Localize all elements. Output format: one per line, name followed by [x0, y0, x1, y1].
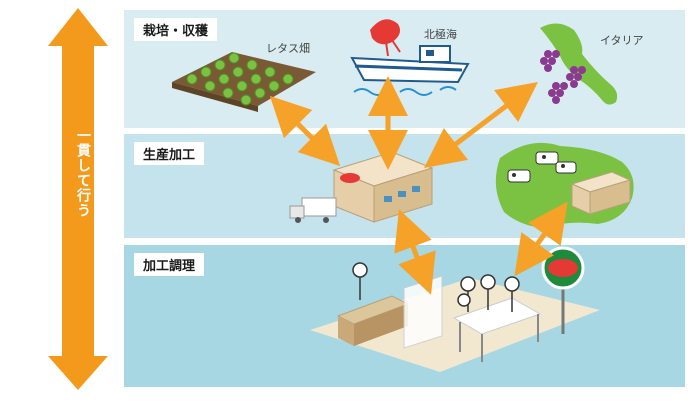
lettuce-field-illustration — [172, 52, 316, 112]
italy-map-illustration — [540, 23, 618, 105]
farm-factory-arrow — [269, 95, 341, 167]
restaurant-illustration — [310, 246, 600, 372]
australia-map-illustration — [495, 142, 634, 228]
band-label-production: 生産加工 — [134, 142, 205, 165]
arctic-sea-label: 北極海 — [424, 28, 457, 41]
lettuce-field-label: レタス畑 — [266, 42, 310, 55]
band-label-cultivation: 栽培・収穫 — [134, 18, 218, 41]
consistency-axis-label: 一貫して行う — [75, 128, 91, 218]
italy-label: イタリア — [600, 34, 644, 47]
australia-restaurant-arrow — [514, 201, 568, 277]
factory-restaurant-arrow — [394, 209, 436, 295]
factory-illustration — [289, 151, 434, 223]
flow-arrows — [269, 76, 568, 295]
consistency-axis-arrow — [48, 8, 108, 390]
italy-factory-arrow — [424, 81, 538, 169]
band-label-cooking: 加工調理 — [134, 253, 205, 276]
